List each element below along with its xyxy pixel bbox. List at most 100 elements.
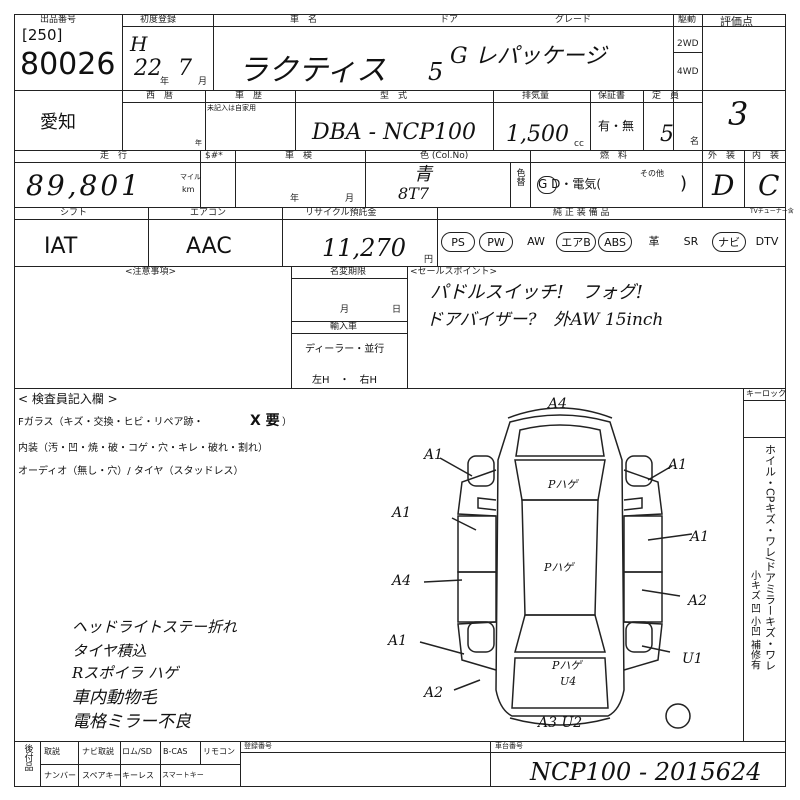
rear-glass <box>514 614 606 653</box>
caution-label: <注意事項> <box>125 267 177 277</box>
year-value: 22 <box>134 56 162 81</box>
hand-note-3: Rスポイラ ハゲ <box>72 664 179 682</box>
import-label: 輸入車 <box>330 322 358 332</box>
divider <box>122 102 702 103</box>
interior-label: 内 装 <box>752 151 780 161</box>
mark-a3u2-rear: A3 U2 <box>538 715 583 731</box>
divider <box>40 741 41 786</box>
after-item-rom-sd: ロム/SD <box>122 747 152 756</box>
import-dealer: ディーラー・並行 <box>305 344 385 355</box>
divider <box>120 741 121 786</box>
shift-label: シフト <box>60 208 88 218</box>
wheel-fr <box>625 455 653 487</box>
leader <box>439 457 473 477</box>
after-item-navi-manual: ナビ取説 <box>82 747 114 756</box>
mileage-unit-km: km <box>182 185 195 194</box>
divider <box>365 150 366 207</box>
door-label: ドア <box>440 15 459 25</box>
divider <box>148 207 149 266</box>
after-item-manual: 取説 <box>44 747 60 756</box>
divider <box>122 14 123 150</box>
divider <box>702 150 703 207</box>
capacity-value: 5 <box>660 122 674 147</box>
mark-paint-rear: Pハゲ <box>552 659 582 672</box>
sales-line-2: ドアバイザー? 外AW 15inch <box>426 310 664 330</box>
month-label: 月 <box>198 77 208 87</box>
equip-pw: PW <box>479 232 513 252</box>
leader <box>419 641 465 655</box>
left-quarter <box>457 621 497 671</box>
left-rear-door <box>457 571 497 623</box>
fglass-mark: X 要 <box>250 413 280 429</box>
displacement-value: 1,500 <box>506 122 569 147</box>
divider <box>200 741 201 764</box>
hand-note-2: タイヤ積込 <box>72 642 147 660</box>
prefecture: 愛知 <box>40 112 76 133</box>
mileage-value: 89,801 <box>26 169 142 202</box>
divider <box>702 14 703 150</box>
divider <box>490 741 491 786</box>
divider <box>14 266 786 267</box>
car-body-outline <box>495 414 625 717</box>
mark-paint-hood: Pハゲ <box>548 478 578 491</box>
divider <box>407 266 408 388</box>
score-value: 3 <box>728 95 749 133</box>
hand-note-1: ヘッドライトステー折れ <box>72 618 238 636</box>
era-value: H <box>130 32 148 56</box>
interior-value: C <box>758 169 780 202</box>
divider <box>530 150 531 207</box>
mark-a2-left: A2 <box>424 685 444 701</box>
name-change-label: 名変期限 <box>330 267 367 277</box>
rear-hatch <box>511 657 609 709</box>
model-label: 型 式 <box>380 91 408 101</box>
leader <box>451 517 477 531</box>
mark-paint-roof: Pハゲ <box>544 561 574 574</box>
hood <box>515 424 605 457</box>
divider <box>122 26 786 27</box>
right-rear-door <box>623 571 663 623</box>
name-change-day: 日 <box>392 305 402 315</box>
interior-line: 内装（汚・凹・焼・破・コゲ・穴・キレ・破れ・割れ） <box>18 443 268 454</box>
equip-navi: ナビ <box>712 232 746 252</box>
mirror-right <box>623 497 643 511</box>
history-label: 車 歴 <box>235 91 263 101</box>
divider <box>590 90 591 150</box>
mark-u4-rear: U4 <box>560 675 577 688</box>
fglass-close: ） <box>282 417 292 428</box>
divider <box>291 266 292 388</box>
inspection-label: 車 検 <box>285 151 313 161</box>
drive-2wd: 2WD <box>677 39 699 49</box>
lot-sub: [250] <box>22 26 63 44</box>
divider <box>235 150 236 207</box>
first-reg-label: 初度登録 <box>140 15 177 25</box>
wheel-fl <box>467 455 495 487</box>
mark-a1-rl: A1 <box>388 633 408 649</box>
right-fender <box>623 469 663 517</box>
month-value: 7 <box>178 56 192 81</box>
roof <box>521 499 599 616</box>
ac-label: エアコン <box>190 208 227 218</box>
mirror-left <box>477 497 497 511</box>
wheel-rl <box>467 621 495 653</box>
capacity-label: 定 員 <box>652 91 680 101</box>
divider <box>14 388 786 389</box>
after-item-bcas: B-CAS <box>163 747 188 756</box>
sales-line-1: パドルスイッチ! フォグ! <box>430 282 644 303</box>
fuel-other: その他 <box>640 169 664 178</box>
audio-line: オーディオ（無し・穴）/ タイヤ（スタッドレス） <box>18 466 244 477</box>
equip-sr: SR <box>683 235 699 248</box>
divider <box>78 741 79 786</box>
divider <box>743 400 786 401</box>
exterior-value: D <box>712 169 735 202</box>
sales-label: <セールスポイント> <box>410 267 498 277</box>
hand-note-5: 電格ミラー不良 <box>72 712 191 732</box>
divider <box>743 437 786 438</box>
leader <box>647 465 673 481</box>
warranty-label: 保証書 <box>598 91 626 101</box>
import-steer: 左H ・ 右H <box>312 375 378 386</box>
leader <box>641 589 681 597</box>
equip-dtv: DTV <box>755 235 779 248</box>
mark-a4-left: A4 <box>392 573 412 589</box>
divider <box>673 14 674 150</box>
divider <box>200 150 201 207</box>
